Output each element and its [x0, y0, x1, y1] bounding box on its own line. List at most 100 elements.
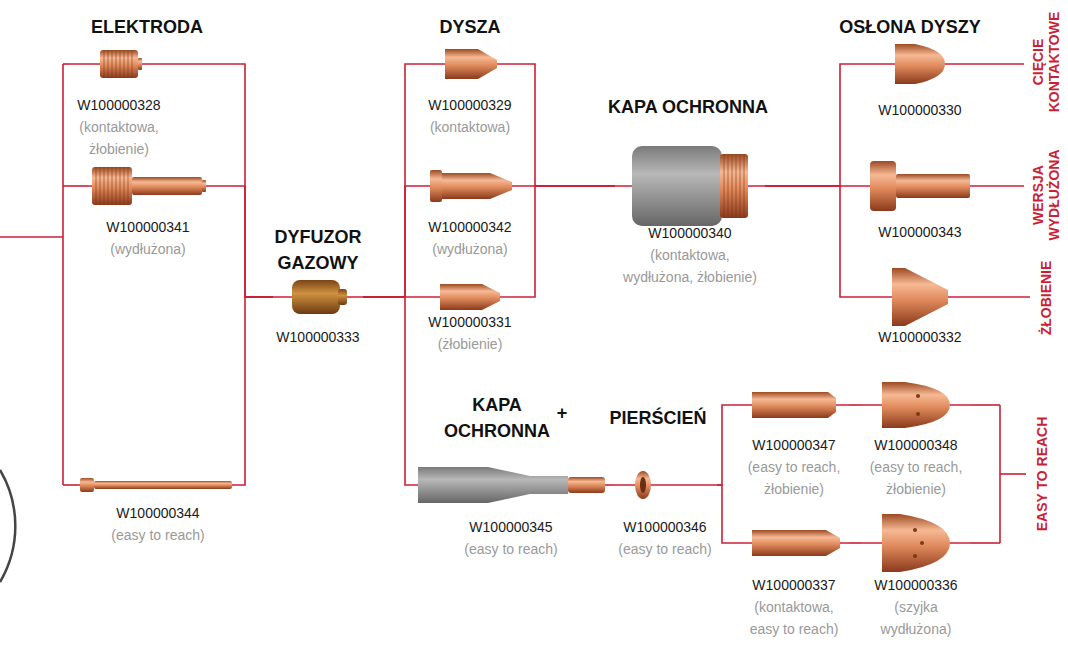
nozzle-easy-contact: [752, 530, 840, 556]
shield-contact: [895, 44, 945, 84]
diffuser-nub: [338, 289, 347, 305]
part-node: W100000337(kontaktowa, easy to reach): [739, 526, 849, 640]
part-description: (kontaktowa, easy to reach): [739, 596, 849, 640]
part-number: W100000337: [739, 574, 849, 596]
connector-line: [849, 404, 861, 406]
side-label: CIĘCIE KONTAKTOWE: [1030, 7, 1062, 117]
nozzle-contact: [445, 49, 497, 79]
feed-wire: [0, 236, 63, 238]
part-number: W100000332: [865, 326, 975, 348]
nozzle-extended: [442, 173, 512, 199]
shield-hole: [913, 554, 917, 558]
bracket-line: [62, 64, 64, 485]
connector-line: [606, 484, 613, 486]
part-number: W100000344: [78, 502, 238, 524]
part-number: W100000348: [861, 434, 971, 456]
side-wire: [975, 296, 1030, 298]
part-node: W100000347(easy to reach, żłobienie): [739, 390, 849, 500]
shield-extended: [870, 161, 896, 211]
electrode-extended: [92, 167, 132, 205]
part-number: W100000347: [739, 434, 849, 456]
part-description: (easy to reach, żłobienie): [861, 456, 971, 500]
side-label: WERSJA WYDŁUŻONA: [1030, 140, 1062, 250]
part-node: W100000341(wydłużona): [88, 164, 208, 260]
part-number: W100000336: [861, 574, 971, 596]
part-node: W100000348(easy to reach, żłobienie): [861, 379, 971, 500]
part-node: W100000342(wydłużona): [415, 164, 525, 260]
shield-long-neck: [882, 514, 950, 572]
thread-lines: [96, 167, 128, 205]
section-heading: KAPA OCHRONNA: [588, 94, 788, 120]
bracket-tick: [63, 63, 69, 65]
connector-line: [717, 485, 739, 543]
electrode-tip: [138, 58, 142, 70]
section-heading: PIERŚCIEŃ: [598, 405, 718, 431]
part-description: (żłobienie): [415, 333, 525, 355]
electrode-tip: [202, 180, 206, 192]
part-number: W100000331: [415, 311, 525, 333]
electrode-shaft: [132, 177, 202, 195]
part-number: W100000340: [615, 222, 765, 244]
nozzle-gouging: [440, 284, 500, 310]
shield-hole: [920, 541, 924, 545]
part-node: W100000330: [865, 40, 975, 121]
section-heading: DYFUZOR GAZOWY: [263, 224, 373, 276]
connector-line: [525, 64, 615, 186]
cap-thread: [720, 154, 748, 218]
part-description: (easy to reach): [613, 538, 717, 560]
side-wire: [1000, 473, 1026, 475]
bracket-tick: [63, 185, 88, 187]
shield-tube: [896, 174, 970, 198]
thread-lines: [724, 154, 744, 218]
shield-hole: [913, 528, 917, 532]
connector-line: [765, 186, 865, 297]
thread-lines: [104, 50, 132, 78]
part-number: W100000329: [415, 94, 525, 116]
part-number: W100000345: [416, 516, 606, 538]
part-description: (wydłużona): [415, 238, 525, 260]
nozzle-easy-gouging: [752, 392, 836, 418]
part-description: (szyjka wydłużona): [861, 596, 971, 640]
part-number: W100000341: [88, 216, 208, 238]
connector-line: [849, 542, 861, 544]
part-node: W100000328(kontaktowa, żłobienie): [69, 44, 169, 160]
gas-diffuser: [292, 280, 340, 314]
retaining-cap: [632, 146, 722, 226]
retaining-cap-long: [418, 467, 568, 503]
part-node: W100000345(easy to reach): [416, 466, 606, 560]
part-node: W100000336(szyjka wydłużona): [861, 511, 971, 640]
connector-line: [363, 64, 415, 297]
part-node: W100000329(kontaktowa): [415, 44, 525, 138]
connector-line: [525, 186, 615, 297]
part-node: W100000332: [865, 265, 975, 348]
part-node: W100000346(easy to reach): [613, 466, 717, 560]
side-label: ŻŁOBIENIE: [1038, 243, 1054, 353]
section-heading: ELEKTRODA: [47, 14, 247, 40]
electrode-contact: [100, 50, 138, 78]
part-number: W100000328: [69, 94, 169, 116]
connector-line: [363, 186, 415, 297]
connector-line: [363, 297, 416, 485]
part-description: (easy to reach): [78, 524, 238, 546]
part-description: (easy to reach, żłobienie): [739, 456, 849, 500]
shield-gouging: [892, 268, 948, 326]
electrode-easy-reach: [94, 481, 232, 489]
part-description: (kontaktowa, żłobienie): [69, 116, 169, 160]
section-heading: +: [550, 400, 574, 426]
nozzle-flange: [430, 170, 442, 202]
part-number: W100000333: [273, 326, 363, 348]
part-number: W100000343: [865, 221, 975, 243]
shield-hole: [916, 394, 920, 398]
side-wire: [975, 185, 1024, 187]
connector-line: [208, 186, 273, 297]
ring: [635, 471, 651, 499]
part-description: (wydłużona): [88, 238, 208, 260]
side-label: EASY TO REACH: [1034, 409, 1050, 539]
part-node: W100000340(kontaktowa, wydłużona, żłobie…: [615, 144, 765, 288]
part-number: W100000330: [865, 99, 975, 121]
part-description: (easy to reach): [416, 538, 606, 560]
bracket-tick: [971, 542, 1000, 544]
part-node: W100000343: [865, 160, 975, 243]
part-number: W100000342: [415, 216, 525, 238]
part-wire: [613, 484, 717, 486]
